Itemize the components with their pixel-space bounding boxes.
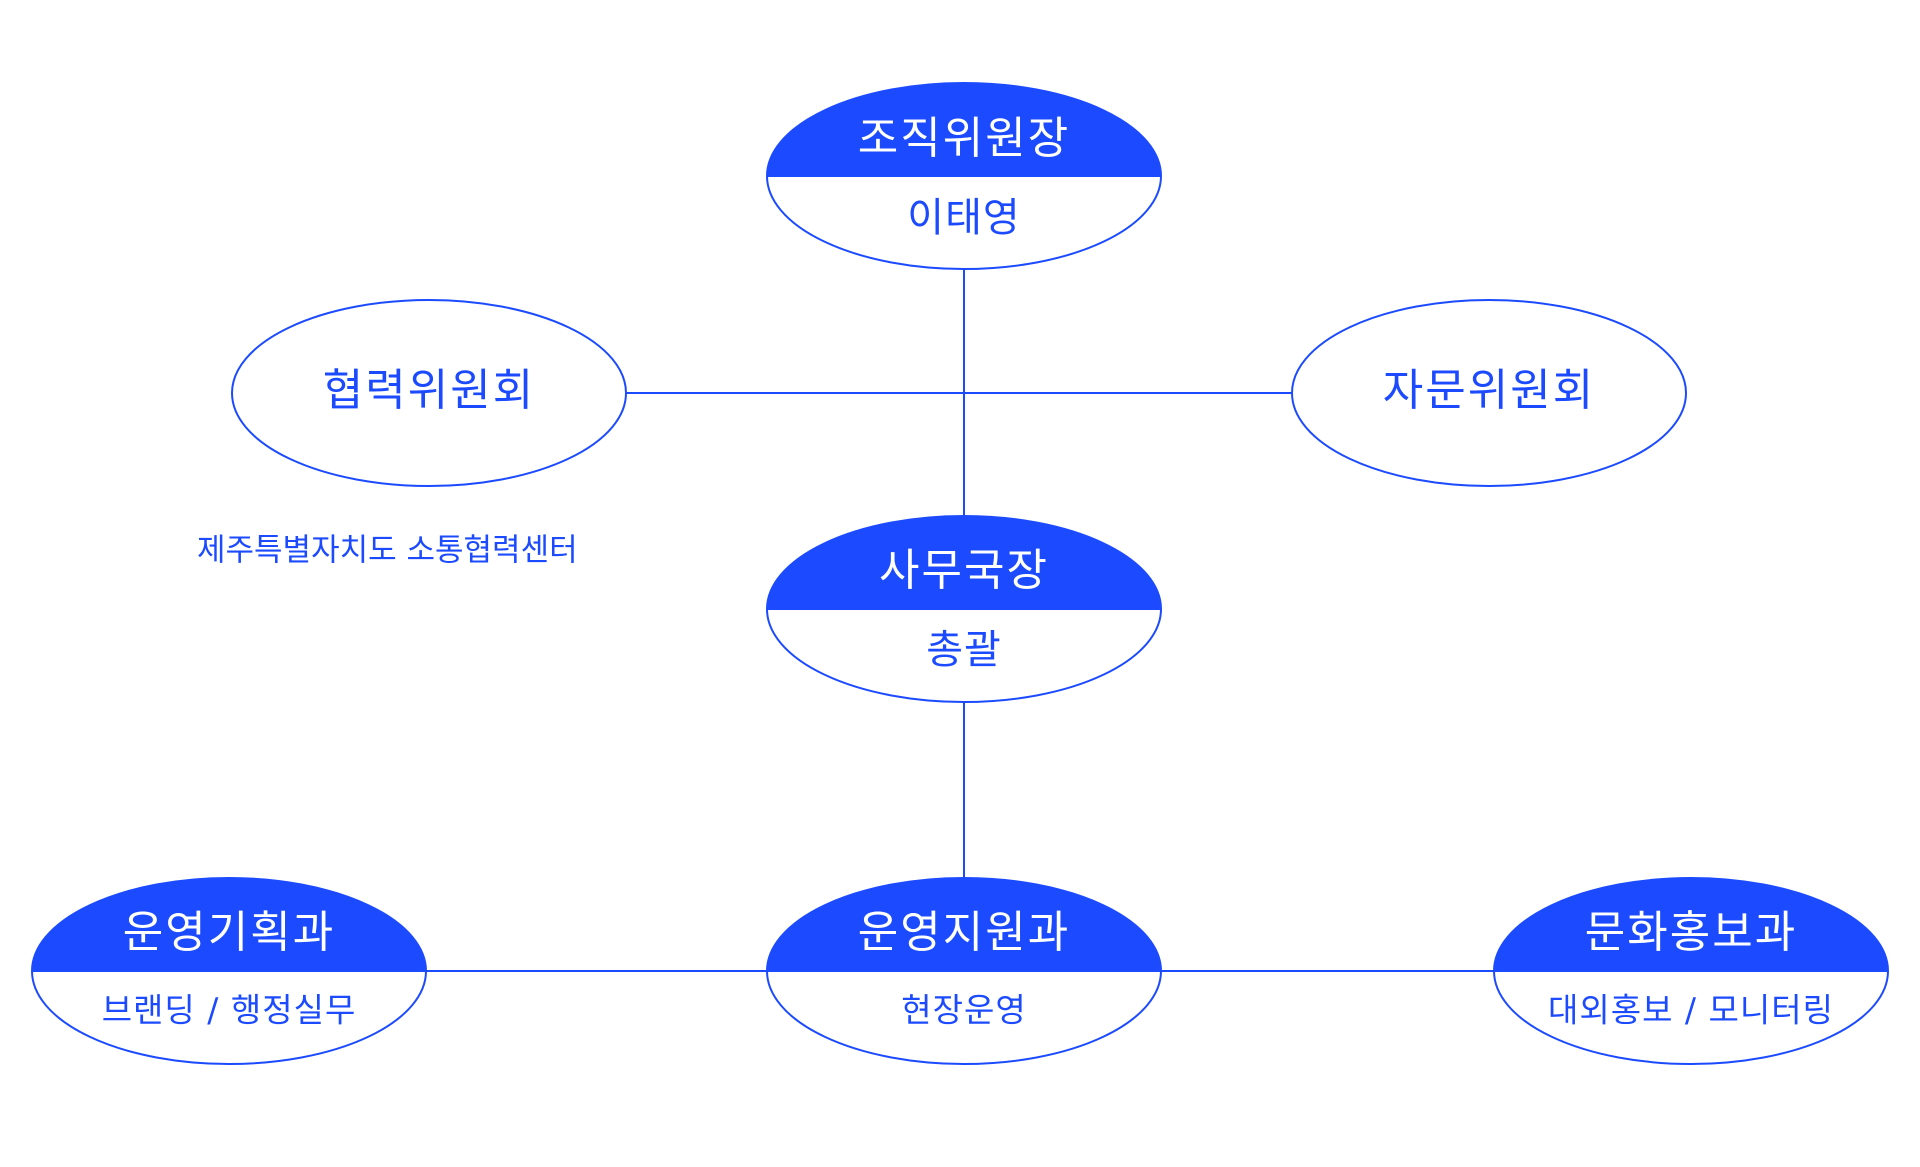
node-culture-pr: 문화홍보과 대외홍보 / 모니터링 (1493, 877, 1889, 1065)
node-coop-committee-outline (231, 299, 627, 487)
node-secretary-general-subtitle: 총괄 (926, 627, 1002, 673)
node-culture-pr-title: 문화홍보과 (1585, 907, 1797, 958)
node-ops-support-subtitle: 현장운영 (901, 991, 1026, 1030)
node-secretary-general-title: 사무국장 (879, 545, 1049, 596)
node-chair-title: 조직위원장 (858, 113, 1070, 164)
node-culture-pr-subtitle: 대외홍보 / 모니터링 (1548, 991, 1834, 1030)
node-chair-subtitle: 이태영 (907, 195, 1020, 241)
node-ops-planning-subtitle: 브랜딩 / 행정실무 (102, 991, 357, 1030)
node-coop-committee-title: 협력위원회 (323, 365, 535, 416)
node-advisory-committee-outline (1291, 299, 1687, 487)
node-coop-committee: 협력위원회 (231, 299, 627, 487)
node-chair: 조직위원장 이태영 (766, 82, 1162, 270)
node-ops-support-title: 운영지원과 (858, 907, 1070, 958)
node-ops-support: 운영지원과 현장운영 (766, 877, 1162, 1065)
node-ops-planning: 운영기획과 브랜딩 / 행정실무 (31, 877, 427, 1065)
node-ops-planning-title: 운영기획과 (123, 907, 335, 958)
node-secretary-general: 사무국장 총괄 (766, 515, 1162, 703)
org-caption: 제주특별자치도 소통협력센터 (197, 533, 578, 569)
node-advisory-committee-title: 자문위원회 (1383, 365, 1595, 416)
node-advisory-committee: 자문위원회 (1291, 299, 1687, 487)
